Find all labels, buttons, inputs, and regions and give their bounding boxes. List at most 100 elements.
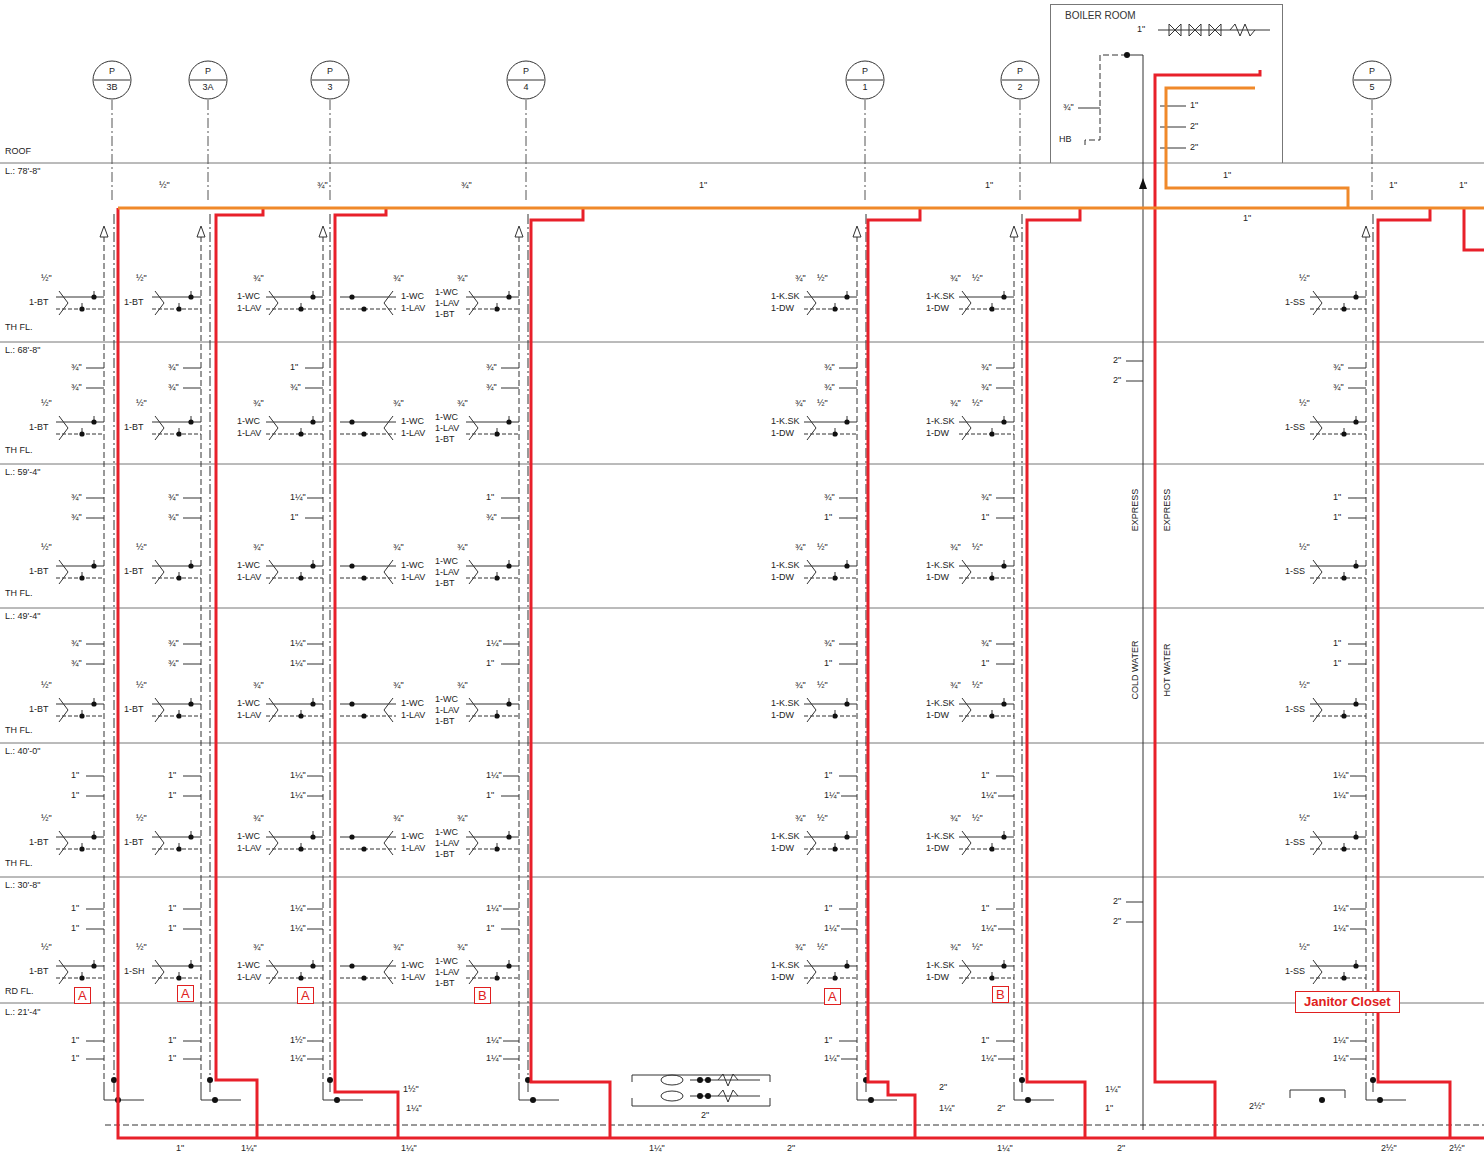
pipe-size-label: 1"	[1242, 213, 1252, 224]
valve-dot	[361, 575, 366, 580]
size-leader	[839, 796, 857, 797]
pipe-size-label: ¾"	[980, 638, 993, 649]
valve-dot	[1341, 975, 1346, 980]
pipe-size-label: 1"	[1332, 638, 1342, 649]
fixture-symbol	[155, 416, 164, 440]
valve-dot	[832, 431, 837, 436]
size-leader	[501, 796, 519, 797]
valve-dot	[176, 306, 181, 311]
valve-dot	[1341, 431, 1346, 436]
pipe-size-label: 1"	[1388, 180, 1398, 191]
valve-dot	[91, 834, 96, 839]
size-leader	[305, 796, 323, 797]
pipe-size-label: 1"	[485, 492, 495, 503]
pipe-size-label: 1-K.SK	[925, 291, 956, 302]
size-leader	[501, 1041, 519, 1042]
valve-dot	[188, 834, 193, 839]
valve-dot	[349, 294, 354, 299]
hot-branch	[340, 422, 396, 423]
pipe-size-label: 1-LAV	[400, 428, 426, 439]
floor-label: TH FL.	[4, 725, 34, 736]
cold-riser	[323, 236, 324, 1085]
pipe-size-label: ½"	[135, 942, 148, 953]
floor-line	[0, 1003, 1484, 1004]
pipe-size-label: 1-LAV	[236, 710, 262, 721]
pipe-size-label: ½"	[816, 813, 829, 824]
size-leader	[996, 644, 1014, 645]
pipe-size-label: 1¼"	[823, 790, 841, 801]
hot-riser	[1373, 214, 1374, 1085]
cold-branch	[266, 978, 323, 979]
size-leader	[183, 664, 201, 665]
detail-tag: A	[824, 988, 841, 1005]
floor-line	[0, 608, 1484, 609]
grid-line	[208, 100, 209, 200]
pipe-size-label: 1¼"	[1104, 1084, 1122, 1095]
pipe-size-label: ½"	[971, 398, 984, 409]
valve-dot	[844, 294, 849, 299]
pipe-size-label: ¾"	[392, 813, 405, 824]
fixture-symbol	[469, 831, 478, 855]
pipe-size-label: 1-WC	[400, 291, 425, 302]
pipe-size-label: 1-DW	[770, 972, 795, 983]
pipe-size-label: 1-WC	[400, 416, 425, 427]
valve-dot	[844, 963, 849, 968]
node-label: A	[181, 986, 190, 1001]
fixture-symbol	[807, 831, 816, 855]
column-number: 5	[1352, 82, 1392, 93]
bubble-prefix: P	[845, 66, 885, 77]
valve-dot	[212, 1097, 218, 1103]
riser-valve-branch	[1366, 1085, 1406, 1100]
pipe-size-label: 1-LAV	[236, 572, 262, 583]
fixture-symbol	[384, 291, 393, 315]
size-leader	[183, 776, 201, 777]
valve-dot	[334, 1097, 340, 1103]
valve-dot	[494, 431, 499, 436]
pipe-size-label: 1"	[70, 903, 80, 914]
valve-dot	[989, 975, 994, 980]
valve-dot	[310, 963, 315, 968]
pipe-size-label: 1-LAV	[236, 972, 262, 983]
pipe-size-label: 1-WC	[400, 960, 425, 971]
valve-dot	[188, 419, 193, 424]
flow-arrow	[515, 226, 523, 237]
floor-label: TH FL.	[4, 445, 34, 456]
grid-line	[1020, 100, 1021, 200]
floor-label: L.: 21'-4"	[4, 1007, 41, 1018]
valve-dot	[1353, 963, 1358, 968]
pipe-service-label: COLD WATER	[1130, 639, 1141, 700]
pipe-size-label: 1¼"	[1332, 1053, 1350, 1064]
fixture-symbol	[962, 831, 971, 855]
pipe-size-label: 2"	[1116, 1143, 1126, 1154]
valve-dot	[188, 294, 193, 299]
riser-valve-branch	[857, 1085, 897, 1100]
pipe-size-label: ¾"	[392, 398, 405, 409]
pipe-size-label: 1-WC	[236, 560, 261, 571]
pipe-size-label: 1-LAV	[400, 972, 426, 983]
pipe-size-label: 1-K.SK	[925, 960, 956, 971]
flow-arrow	[1010, 226, 1018, 237]
size-leader	[996, 929, 1014, 930]
fixture-symbol	[1313, 416, 1322, 440]
bubble-circle	[311, 61, 349, 99]
valve-dot	[298, 575, 303, 580]
pipe-size-label: 1-DW	[925, 572, 950, 583]
pipe-size-label: 1-BT	[28, 837, 50, 848]
pipe-size-label: ¾"	[949, 398, 962, 409]
valve-dot	[111, 1077, 117, 1083]
pipe-size-label: 1-LAV	[236, 303, 262, 314]
pipe-size-label: ½"	[1298, 273, 1311, 284]
size-leader	[86, 388, 104, 389]
meter-symbol	[661, 1091, 683, 1101]
size-leader	[305, 498, 323, 499]
pipe-size-label: ¾"	[980, 492, 993, 503]
fixture-symbol	[807, 291, 816, 315]
pipe-size-label: 1"	[980, 770, 990, 781]
hot-riser	[866, 214, 867, 1085]
fixture-symbol	[59, 831, 68, 855]
riser-valve-branch	[1373, 1085, 1374, 1092]
pipe-size-label: ¾"	[167, 362, 180, 373]
valve-dot	[530, 1097, 536, 1103]
cold-riser	[1014, 236, 1015, 1085]
